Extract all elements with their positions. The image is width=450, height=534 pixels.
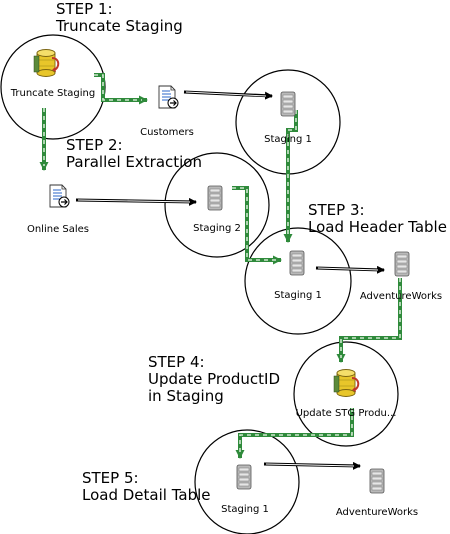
step3-circle bbox=[244, 227, 352, 335]
step2-circle bbox=[164, 152, 270, 258]
adventureworks-b-label: AdventureWorks bbox=[335, 507, 419, 518]
step3-heading: STEP 3: bbox=[308, 201, 365, 219]
staging1-b-label: Staging 1 bbox=[274, 290, 322, 301]
precedence-constraints bbox=[39, 73, 402, 459]
step1-heading: STEP 1: bbox=[56, 0, 113, 18]
step4-circle bbox=[293, 341, 399, 447]
truncate-staging-label: Truncate Staging bbox=[10, 88, 96, 99]
step1-title: Truncate Staging bbox=[56, 17, 183, 35]
adventureworks-a-label: AdventureWorks bbox=[359, 291, 443, 302]
step5-title: Load Detail Table bbox=[82, 486, 211, 504]
update-stg-label: Update STG Produ... bbox=[295, 408, 397, 419]
staging1-a-label: Staging 1 bbox=[264, 134, 312, 145]
staging2-server-icon bbox=[207, 185, 223, 211]
truncate-staging-task-icon bbox=[33, 48, 60, 78]
customers-label: Customers bbox=[140, 127, 194, 138]
staging1-b-server-icon bbox=[289, 250, 305, 276]
adventureworks-a-server-icon bbox=[394, 251, 410, 277]
step5-heading: STEP 5: bbox=[82, 469, 139, 487]
step4-title-line2: in Staging bbox=[148, 387, 224, 405]
adventureworks-b-server-icon bbox=[369, 468, 385, 494]
step4-heading: STEP 4: bbox=[148, 353, 205, 371]
step2-title: Parallel Extraction bbox=[66, 153, 202, 171]
staging1-a-server-icon bbox=[280, 91, 296, 117]
online-sales-source-icon bbox=[49, 184, 70, 208]
online-sales-label: Online Sales bbox=[26, 224, 90, 235]
step5-circle bbox=[194, 429, 300, 534]
customers-source-icon bbox=[158, 85, 179, 109]
update-stg-task-icon bbox=[333, 368, 360, 398]
step3-title: Load Header Table bbox=[308, 218, 447, 236]
staging1-c-server-icon bbox=[236, 464, 252, 490]
step2-heading: STEP 2: bbox=[66, 136, 123, 154]
staging2-label: Staging 2 bbox=[193, 223, 241, 234]
step4-title-line1: Update ProductID bbox=[148, 370, 281, 388]
staging1-c-label: Staging 1 bbox=[221, 504, 269, 515]
